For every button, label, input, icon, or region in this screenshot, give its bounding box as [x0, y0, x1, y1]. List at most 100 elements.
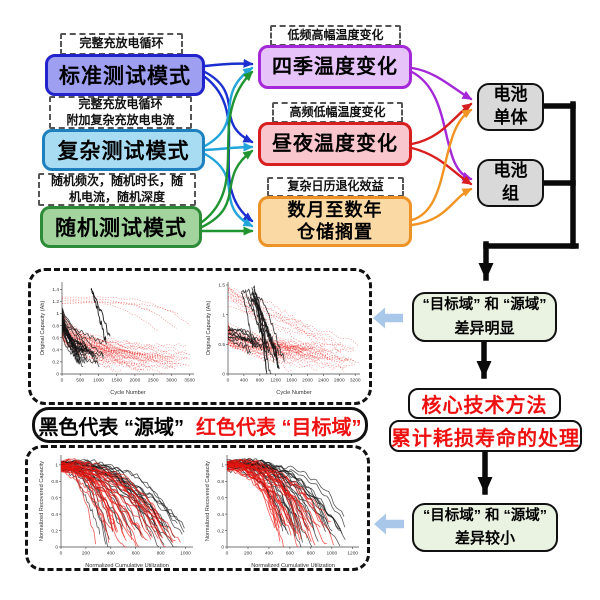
svg-text:Normalized Cumulative Utilizat: Normalized Cumulative Utilization	[85, 563, 169, 569]
svg-text:0: 0	[61, 378, 64, 384]
domain-diff-large-line: “目标域” 和 “源域”	[422, 297, 547, 314]
domain-diff-small-box: “目标域” 和 “源域” 差异较小	[412, 503, 558, 552]
svg-text:1200: 1200	[347, 551, 358, 557]
svg-text:1: 1	[221, 463, 224, 469]
legend-source-domain: 黑色代表 “源域”	[38, 416, 184, 439]
svg-text:3500: 3500	[184, 378, 195, 384]
svg-text:2400: 2400	[318, 378, 329, 384]
svg-text:0.5: 0.5	[218, 342, 225, 348]
storage-box: 数月至数年 仓储搁置	[258, 196, 412, 247]
note-line: 低频高幅温度变化	[287, 27, 384, 42]
svg-text:0.6: 0.6	[52, 335, 59, 341]
domain-diff-large-box: “目标域” 和 “源域” 差异明显	[412, 292, 557, 342]
note-seasonal-temp: 低频高幅温度变化	[270, 25, 401, 46]
svg-text:1000: 1000	[326, 551, 337, 557]
svg-text:0.8: 0.8	[52, 323, 59, 329]
svg-text:Normalized Recovered Capacity: Normalized Recovered Capacity	[205, 461, 211, 541]
daynight-temp-label: 昼夜温度变化	[272, 133, 398, 155]
battery-cell-line: 单体	[493, 108, 528, 127]
svg-text:Normalized Recovered Capacity: Normalized Recovered Capacity	[39, 461, 45, 541]
arrow-complex-to-daynight	[203, 142, 254, 152]
process-box: 累计耗损寿命的处理	[389, 420, 582, 452]
svg-text:Original Capacity (Ah): Original Capacity (Ah)	[40, 301, 46, 356]
svg-text:1600: 1600	[286, 378, 297, 384]
svg-text:1: 1	[56, 311, 59, 317]
svg-text:2000: 2000	[130, 378, 141, 384]
complex-test-mode-box: 复杂测试模式	[42, 129, 205, 171]
storage-label-line: 数月至数年	[287, 199, 383, 220]
svg-text:0: 0	[226, 551, 229, 557]
left-block-arrow-icon	[374, 513, 404, 535]
svg-text:600: 600	[132, 551, 140, 557]
svg-text:Cycle Number: Cycle Number	[110, 390, 146, 396]
svg-text:0.4: 0.4	[52, 348, 59, 354]
svg-text:0: 0	[227, 378, 230, 384]
seasonal-temp-label: 四季温度变化	[272, 56, 398, 78]
svg-text:2500: 2500	[148, 378, 159, 384]
svg-text:1000: 1000	[180, 551, 191, 557]
svg-text:0: 0	[222, 372, 225, 378]
svg-text:0: 0	[60, 551, 63, 557]
arrow-random-to-season	[200, 70, 254, 224]
daynight-temp-box: 昼夜温度变化	[258, 122, 412, 166]
arrow-season-to-cell	[410, 66, 473, 101]
svg-text:1: 1	[55, 463, 58, 469]
battery-cell-box: 电池 单体	[477, 83, 544, 131]
domain-diff-small-line: 差异较小	[454, 530, 515, 548]
random-test-mode-label: 随机测试模式	[55, 217, 187, 240]
svg-text:0.8: 0.8	[217, 479, 224, 485]
arrow-season-to-pack	[410, 70, 473, 181]
note-random-test: 随机频次，随机时长，随 机电流，随机深度	[38, 173, 196, 206]
svg-text:2800: 2800	[334, 378, 345, 384]
svg-text:0.8: 0.8	[51, 479, 58, 485]
battery-cell-line: 电池	[493, 85, 528, 105]
svg-text:0.6: 0.6	[51, 495, 58, 501]
standard-test-mode-label: 标准测试模式	[59, 65, 191, 88]
svg-text:800: 800	[307, 551, 315, 557]
svg-text:Normalized Cumulative Utilizat: Normalized Cumulative Utilization	[251, 563, 335, 569]
svg-text:600: 600	[286, 551, 294, 557]
arrow-complex-to-season	[203, 66, 254, 148]
svg-text:200: 200	[244, 551, 252, 557]
svg-text:1200: 1200	[270, 378, 281, 384]
domain-diff-large-line: 差异明显	[454, 319, 515, 337]
svg-text:0.2: 0.2	[52, 360, 59, 366]
battery-pack-line: 电池	[493, 161, 528, 181]
svg-text:Cycle Number: Cycle Number	[276, 390, 312, 396]
battery-pack-line: 组	[502, 184, 519, 203]
note-complex-test: 完整充放电循环 附加复杂充放电电流	[49, 96, 192, 129]
svg-text:Original Capacity (Ah): Original Capacity (Ah)	[206, 301, 212, 356]
svg-text:1.5: 1.5	[218, 283, 225, 289]
svg-text:500: 500	[76, 378, 84, 384]
standard-test-mode-box: 标准测试模式	[45, 54, 205, 96]
svg-text:800: 800	[157, 551, 165, 557]
svg-text:0.2: 0.2	[217, 528, 224, 534]
note-line: 复杂日历退化效益	[287, 179, 384, 194]
note-line: 完整充放电循环	[78, 96, 163, 111]
domain-diff-small-line: “目标域” 和 “源域”	[422, 507, 548, 524]
legend-target-domain: 红色代表 “目标域”	[196, 416, 362, 439]
svg-text:0.4: 0.4	[51, 512, 58, 518]
legend-box: 黑色代表 “源域” 红色代表 “目标域”	[32, 407, 368, 443]
block-arrow-to-source-charts	[373, 307, 403, 329]
svg-text:200: 200	[82, 551, 90, 557]
svg-text:3200: 3200	[350, 378, 361, 384]
svg-text:400: 400	[107, 551, 115, 557]
svg-text:0.2: 0.2	[51, 528, 58, 534]
svg-text:0.6: 0.6	[217, 495, 224, 501]
svg-text:2000: 2000	[302, 378, 313, 384]
arrow-daynight-to-cell	[410, 102, 473, 146]
note-storage: 复杂日历退化效益	[267, 177, 404, 197]
svg-text:1: 1	[222, 312, 225, 318]
svg-text:400: 400	[240, 378, 248, 384]
svg-text:400: 400	[265, 551, 273, 557]
note-daynight-temp: 高频低幅温度变化	[272, 102, 403, 123]
left-block-arrow-icon	[373, 307, 403, 329]
note-line: 机电流，随机深度	[68, 189, 165, 204]
